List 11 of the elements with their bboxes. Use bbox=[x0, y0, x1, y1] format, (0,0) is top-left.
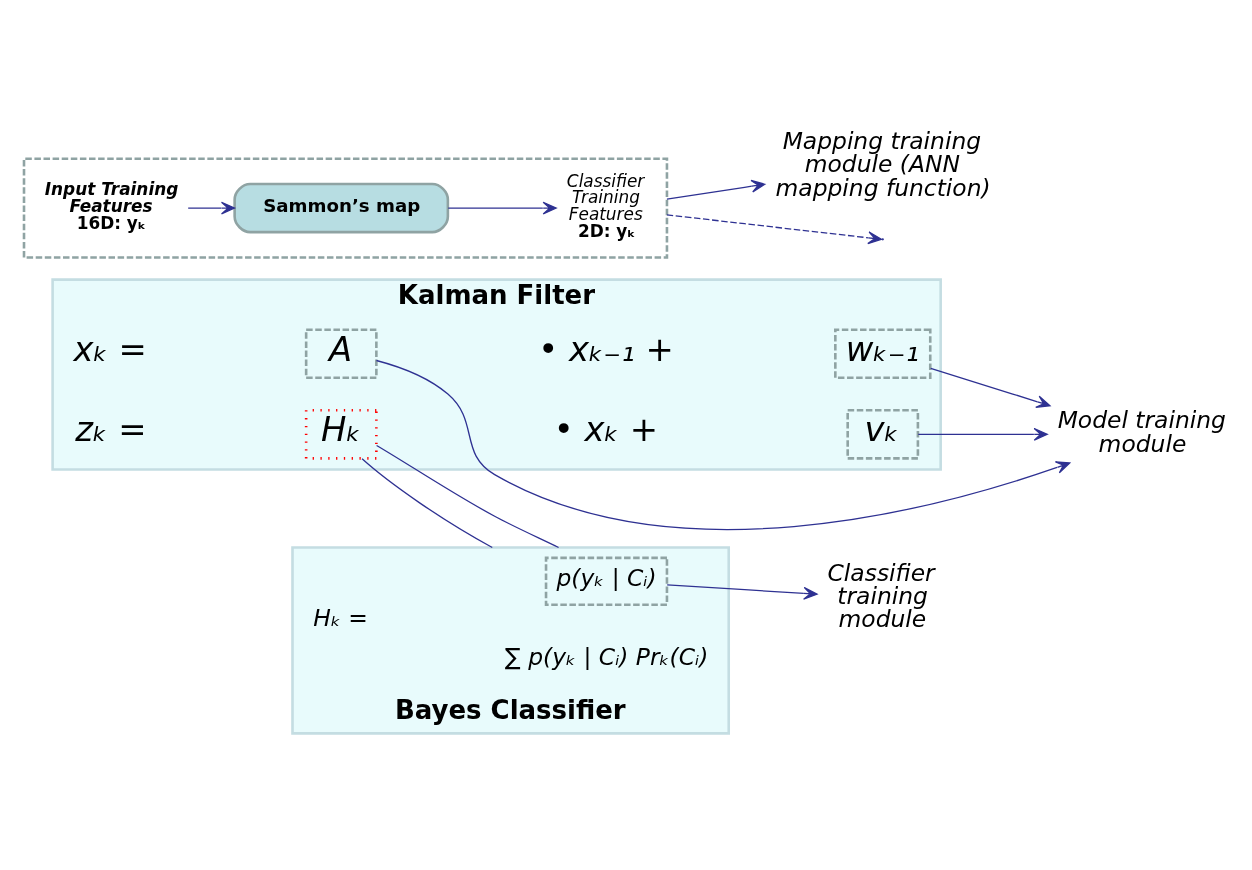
label: • xₖ₋₁ + bbox=[538, 329, 674, 369]
label: zₖ = bbox=[75, 410, 147, 450]
label: xₖ = bbox=[73, 329, 147, 369]
node-text: Classifier training module bbox=[827, 558, 935, 634]
node-text: Model training module bbox=[1057, 406, 1226, 458]
label: • xₖ + bbox=[553, 410, 658, 450]
node-text: Classifier Training Features 2D: yₖ bbox=[566, 170, 645, 242]
label: Hₖ = bbox=[313, 604, 368, 632]
node-text: Input Training Features 16D: yₖ bbox=[44, 178, 179, 233]
node-text: Mapping training module (ANN mapping function) bbox=[775, 126, 991, 202]
label: ∑ p(yₖ | Cᵢ) Prₖ(Cᵢ) bbox=[505, 643, 709, 672]
